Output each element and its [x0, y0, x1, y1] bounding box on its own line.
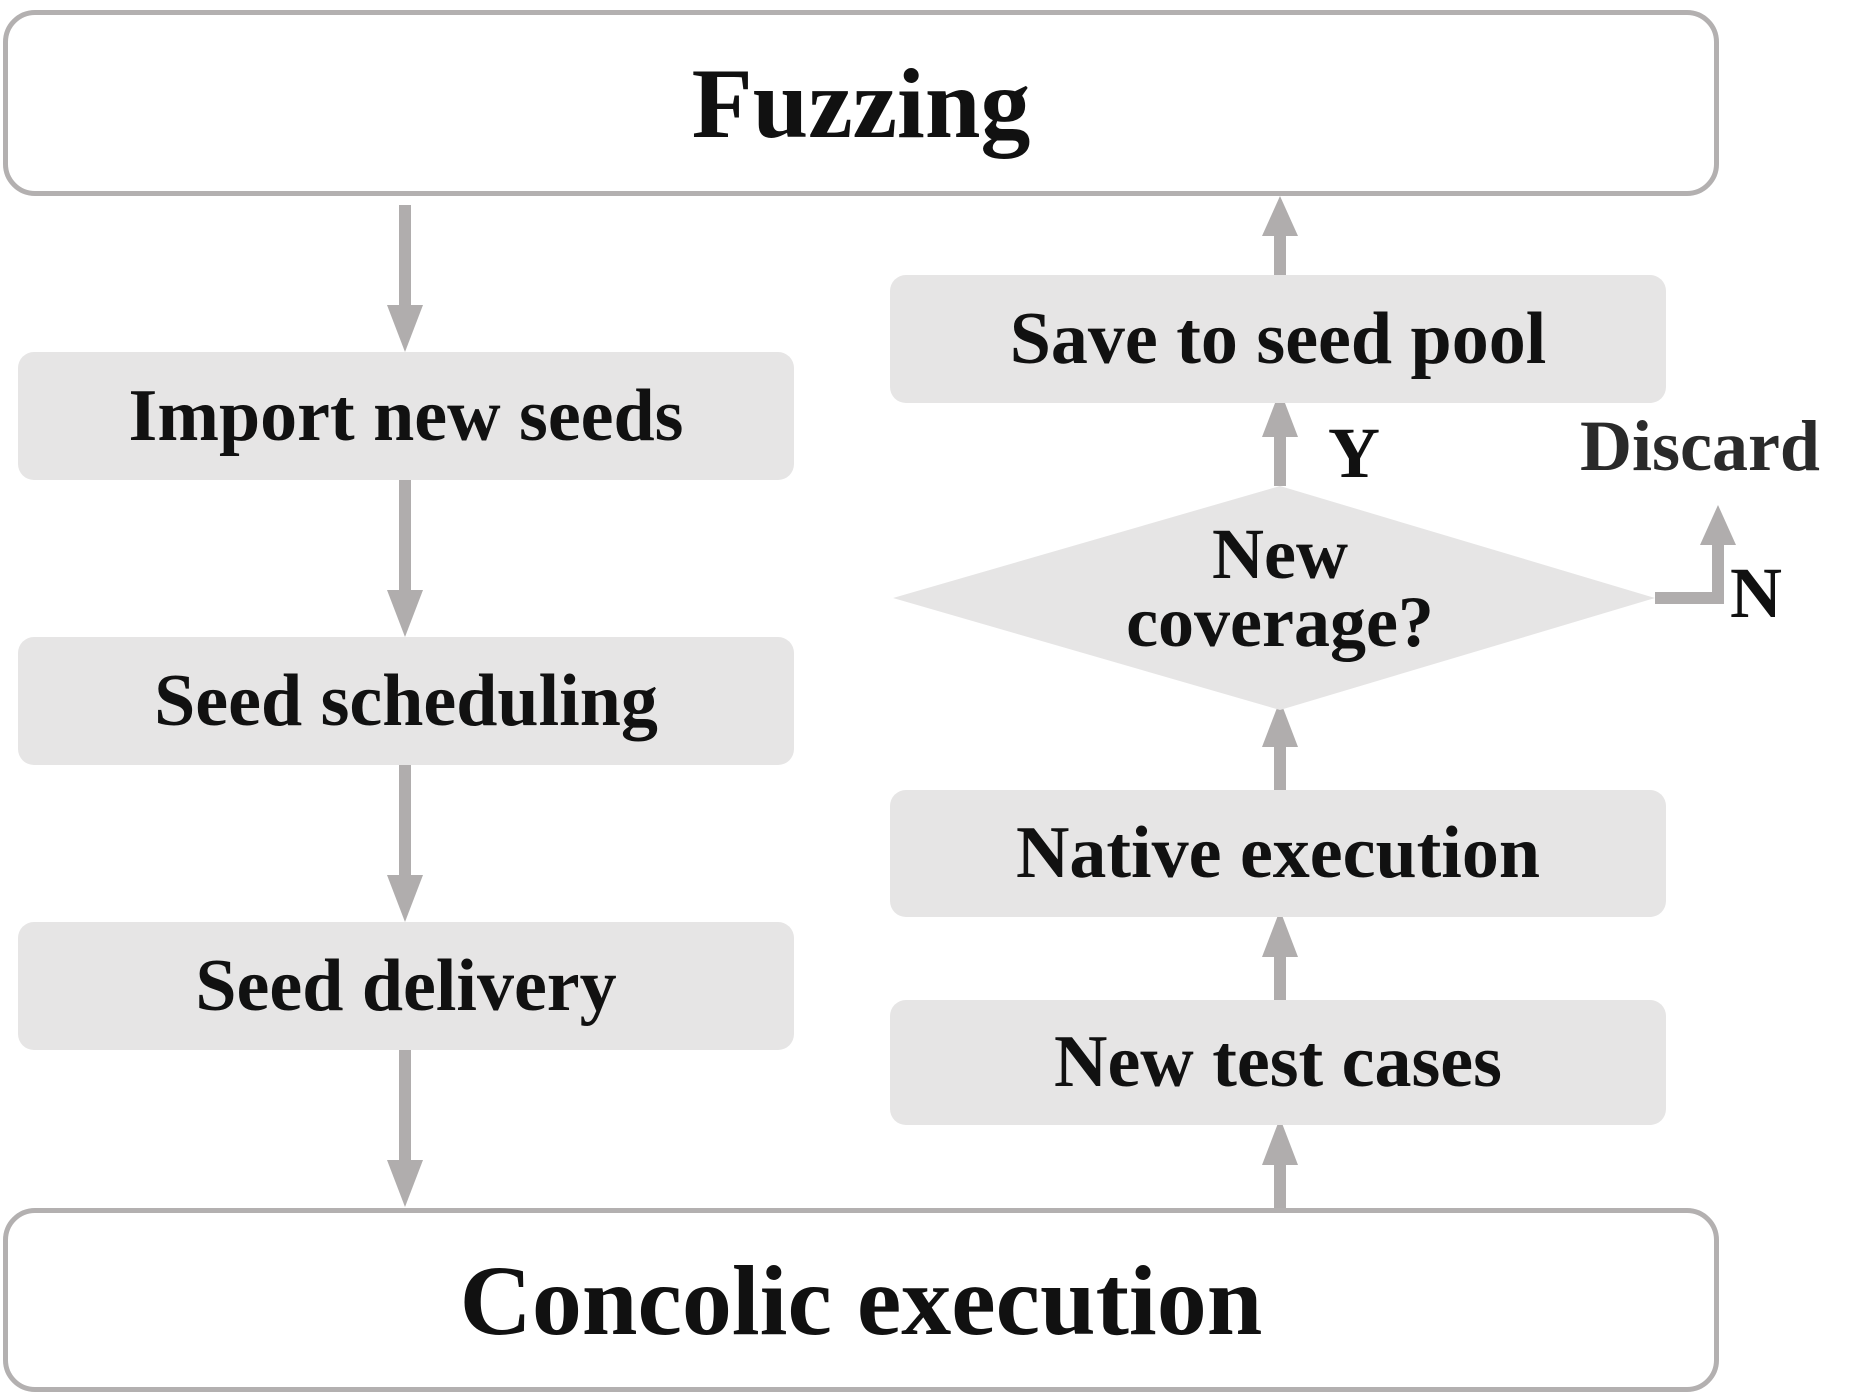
seed-scheduling-box: Seed scheduling: [18, 637, 794, 765]
save-seed-pool-box: Save to seed pool: [890, 275, 1666, 403]
arrowhead-import: [387, 305, 423, 352]
new-test-cases-label: New test cases: [1054, 1021, 1502, 1103]
arrowhead-delivery: [387, 875, 423, 922]
decision-diamond: [893, 486, 1655, 710]
save-seed-pool-label: Save to seed pool: [1009, 297, 1547, 380]
decision-label-line1: New: [1212, 514, 1348, 594]
arrowhead-native: [1262, 910, 1298, 957]
import-seeds-label: Import new seeds: [128, 374, 684, 457]
concolic-frame: Concolic execution: [3, 1208, 1719, 1392]
import-seeds-box: Import new seeds: [18, 352, 794, 480]
seed-delivery-label: Seed delivery: [195, 944, 617, 1027]
arrowhead-concolic: [387, 1160, 423, 1207]
fuzzing-label: Fuzzing: [691, 47, 1031, 159]
arrowhead-scheduling: [387, 590, 423, 637]
yes-branch-label: Y: [1328, 413, 1380, 493]
arrowhead-decision: [1262, 700, 1298, 747]
arrowhead-testcases: [1262, 1118, 1298, 1165]
decision-label: New coverage?: [1060, 514, 1500, 662]
native-execution-box: Native execution: [890, 790, 1666, 917]
discard-label: Discard: [1580, 406, 1820, 486]
new-test-cases-box: New test cases: [890, 1000, 1666, 1125]
seed-scheduling-label: Seed scheduling: [154, 659, 658, 742]
no-branch-label: N: [1730, 553, 1782, 633]
fuzzing-frame: Fuzzing: [3, 10, 1719, 196]
concolic-label: Concolic execution: [459, 1244, 1263, 1356]
arrowhead-save: [1262, 390, 1298, 437]
arrowhead-fuzzing: [1262, 196, 1298, 236]
native-execution-label: Native execution: [1015, 812, 1541, 894]
arrowhead-discard: [1700, 505, 1736, 545]
seed-delivery-box: Seed delivery: [18, 922, 794, 1050]
decision-label-line2: coverage?: [1126, 582, 1434, 662]
arrow-decision-to-discard: [1655, 540, 1724, 604]
